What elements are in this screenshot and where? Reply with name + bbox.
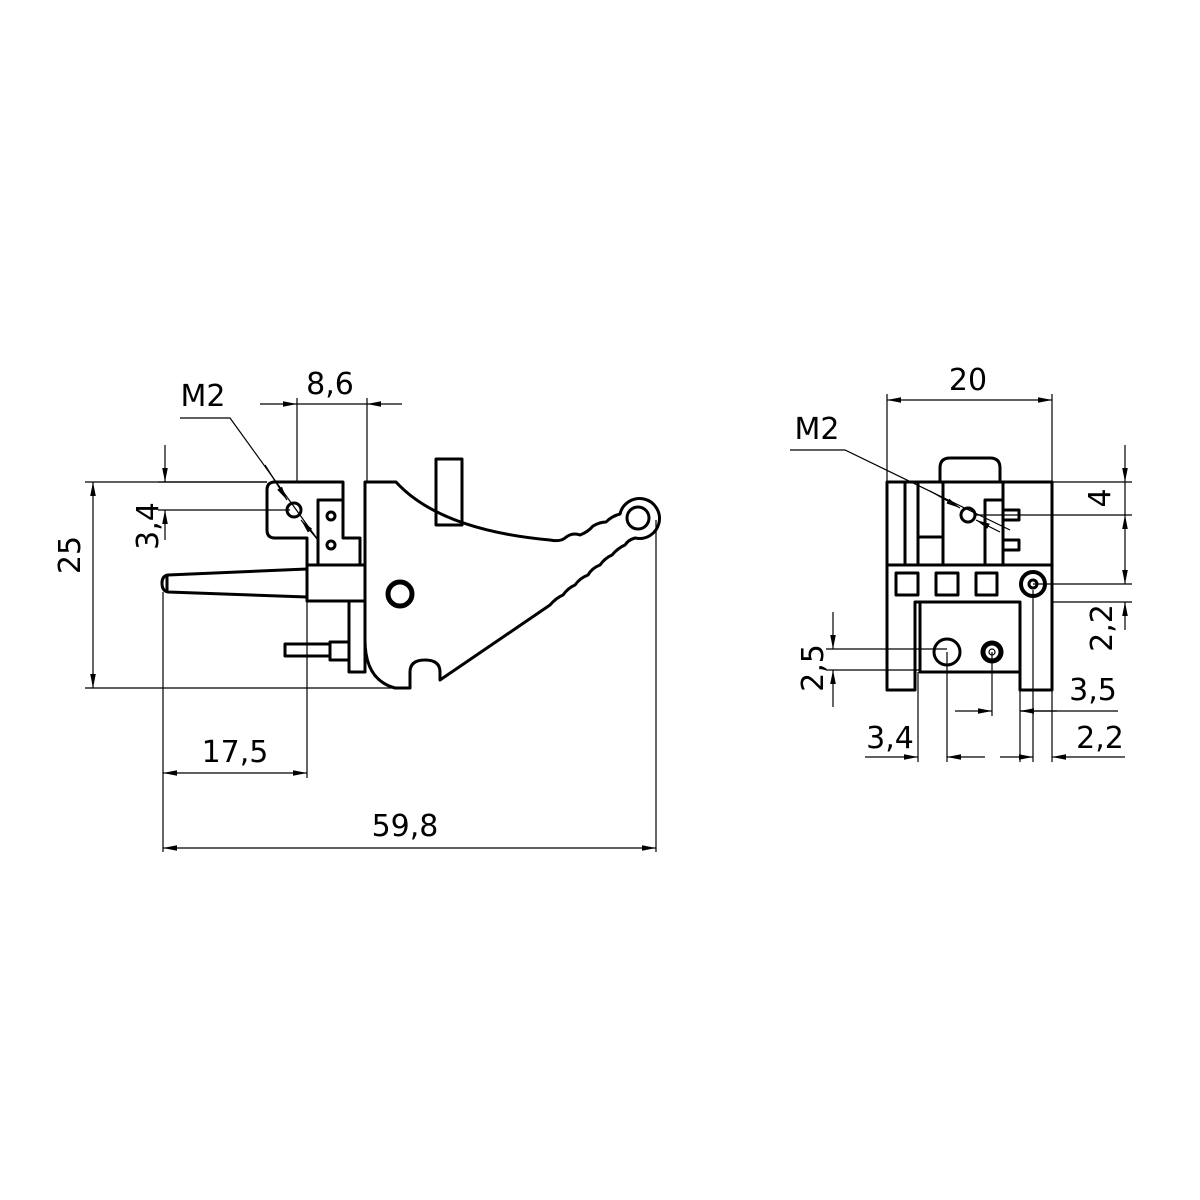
dim-label: 8,6 xyxy=(306,367,354,402)
m2-leader: M2 xyxy=(180,379,319,541)
dim-label: 17,5 xyxy=(202,735,269,770)
small-hole xyxy=(325,510,337,522)
dimension-2-2-right: 2,2 xyxy=(1033,550,1132,652)
dim-label: 20 xyxy=(949,363,987,398)
dim-label: 59,8 xyxy=(372,809,439,844)
terminal-plate xyxy=(318,498,362,565)
dim-label: 3,4 xyxy=(131,502,166,550)
dimension-8-6: 8,6 xyxy=(260,367,402,482)
middle-block xyxy=(305,563,367,603)
vertical-tab xyxy=(434,457,464,527)
housing-outline xyxy=(885,480,1054,692)
side-view: 8,6 M2 3,4 25 17,5 59,8 xyxy=(53,367,661,852)
top-block xyxy=(265,480,345,567)
square-cutout xyxy=(934,571,960,597)
lower-column xyxy=(347,599,367,674)
m2-leader: M2 xyxy=(790,412,1011,533)
small-hole xyxy=(325,539,337,551)
dim-label: 3,4 xyxy=(866,721,914,756)
terminal-box xyxy=(941,480,1005,567)
dimension-2-5: 2,5 xyxy=(796,612,947,707)
thread-label: M2 xyxy=(795,412,840,447)
dimension-2-2-bottom: 2,2 xyxy=(1000,590,1125,762)
thread-label: M2 xyxy=(181,379,226,414)
dim-label: 2,2 xyxy=(1076,721,1124,756)
short-pin xyxy=(283,640,349,662)
dimension-3-5: 3,5 xyxy=(955,652,1118,762)
dim-label: 2,5 xyxy=(796,644,831,692)
dimension-17-5: 17,5 xyxy=(162,592,308,852)
dim-label: 4 xyxy=(1083,488,1118,507)
top-bump xyxy=(938,456,1002,482)
dim-label: 3,5 xyxy=(1069,673,1117,708)
long-pin xyxy=(160,567,308,599)
square-cutout xyxy=(974,571,999,597)
dimension-3-4-front: 3,4 xyxy=(865,652,985,762)
pivot-hole xyxy=(385,579,415,609)
square-cutout xyxy=(894,571,920,597)
front-view: 20 M2 4 2,2 2,5 3,5 3,4 xyxy=(790,363,1132,762)
lug-hole xyxy=(625,505,651,531)
dimension-4: 4 xyxy=(975,445,1132,550)
dimension-3-4: 3,4 xyxy=(131,445,290,550)
dim-label: 25 xyxy=(53,536,88,574)
dim-label: 2,2 xyxy=(1085,604,1120,652)
dimension-20: 20 xyxy=(886,363,1053,690)
main-body xyxy=(363,480,661,690)
dimension-25: 25 xyxy=(53,481,395,689)
dimension-59-8: 59,8 xyxy=(163,520,657,852)
